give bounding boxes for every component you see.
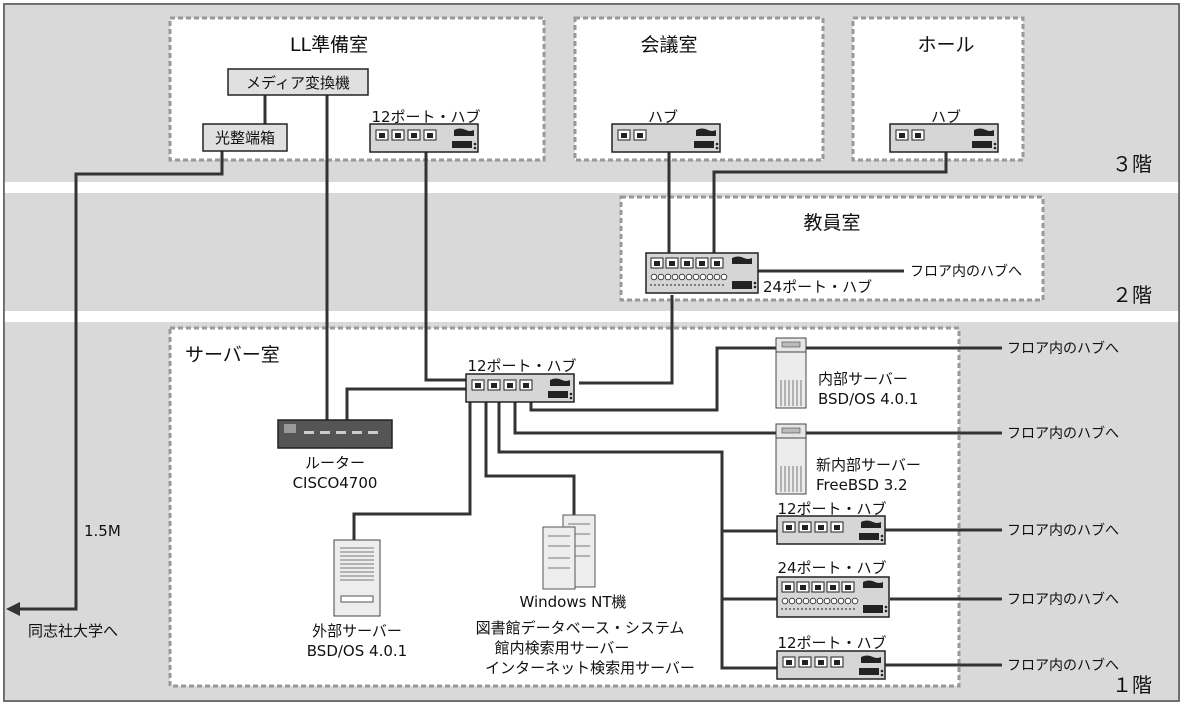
floor-label-1: １階: [1112, 673, 1152, 697]
room-title-ll: LL準備室: [290, 34, 368, 56]
ext-server-name: 外部サーバー: [312, 622, 402, 640]
hall-hub-label: ハブ: [931, 108, 961, 126]
lower-hub24-label: 24ポート・ハブ: [777, 559, 886, 577]
internal-server-icon: [775, 337, 807, 409]
to-floor-label-3: フロア内のハブへ: [1007, 522, 1119, 539]
router-model: CISCO4700: [293, 474, 378, 492]
lower-hub3-label: 12ポート・ハブ: [777, 634, 886, 652]
int-server-os: BSD/OS 4.0.1: [818, 390, 918, 408]
lower-hub1-label: 12ポート・ハブ: [777, 500, 886, 518]
staff-hub24-label: 24ポート・ハブ: [763, 278, 872, 296]
to-floor-label-4: フロア内のハブへ: [1007, 591, 1119, 608]
to-floor-label-1: フロア内のハブへ: [1007, 340, 1119, 357]
nt-role-2: 館内検索用サーバー: [495, 639, 630, 657]
room-staff: [619, 195, 1045, 302]
staff-hub24-icon: [645, 252, 759, 294]
to-floor-label-5: フロア内のハブへ: [1007, 657, 1119, 674]
line-speed-label: 1.5M: [84, 522, 121, 540]
staff-to-floor-label: フロア内のハブへ: [910, 263, 1022, 280]
nt-machine-label: Windows NT機: [519, 593, 626, 611]
hall-hub-icon: [889, 123, 999, 153]
media-converter-box: [227, 68, 369, 96]
new-internal-server-icon: [775, 423, 807, 495]
room-title-staff: 教員室: [803, 212, 860, 234]
floor-label-3: ３階: [1112, 152, 1152, 176]
lower-hub3-icon: [776, 650, 886, 680]
server-hub-label: 12ポート・ハブ: [467, 357, 576, 375]
arrow-left-icon: [6, 602, 20, 616]
ext-server-os: BSD/OS 4.0.1: [307, 642, 407, 660]
to-floor-label-2: フロア内のハブへ: [1007, 425, 1119, 442]
new-int-server-os: FreeBSD 3.2: [816, 476, 908, 494]
ll-hub-label: 12ポート・ハブ: [371, 108, 480, 126]
to-doshisha-label: 同志社大学へ: [28, 622, 118, 640]
router-icon: [277, 419, 393, 449]
ll-hub-icon: [369, 123, 479, 153]
room-title-hall: ホール: [917, 34, 974, 56]
meeting-hub-label: ハブ: [648, 108, 678, 126]
server-hub-icon: [465, 373, 575, 403]
lower-hub24-icon: [776, 576, 890, 618]
optical-box: [202, 123, 288, 152]
external-server-icon: [333, 539, 381, 617]
new-int-server-name: 新内部サーバー: [816, 456, 921, 474]
nt-machine-icon: [542, 514, 596, 590]
room-title-meeting: 会議室: [640, 34, 697, 56]
floor-label-2: ２階: [1112, 283, 1152, 307]
room-title-server: サーバー室: [185, 344, 280, 366]
meeting-hub-icon: [611, 123, 721, 153]
lower-hub1-icon: [776, 515, 886, 545]
router-name: ルーター: [305, 454, 365, 472]
nt-role-1: 図書館データベース・システム: [476, 619, 685, 637]
optical-box-label: 光整端箱: [215, 129, 275, 147]
nt-role-3: インターネット検索用サーバー: [485, 659, 695, 677]
media-converter-label: メディア変換機: [246, 74, 350, 92]
int-server-name: 内部サーバー: [818, 370, 908, 388]
